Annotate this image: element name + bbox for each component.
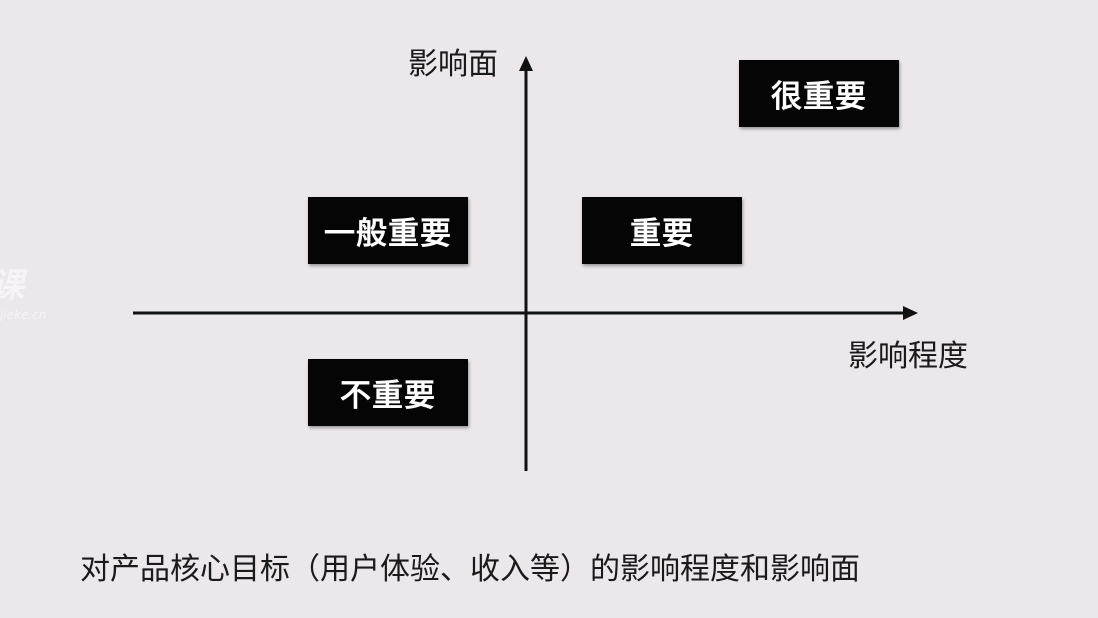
watermark-url: jieke.cn — [0, 308, 47, 322]
box-moderately-important: 一般重要 — [308, 197, 468, 264]
x-axis-arrow-icon — [903, 306, 918, 320]
watermark: 课 jieke.cn — [0, 268, 70, 328]
caption: 对产品核心目标（用户体验、收入等）的影响程度和影响面 — [80, 552, 860, 587]
watermark-logo: 课 — [0, 268, 24, 304]
x-axis-label: 影响程度 — [848, 339, 968, 374]
box-very-important: 很重要 — [739, 60, 899, 127]
box-important: 重要 — [582, 197, 742, 264]
y-axis-label: 影响面 — [408, 47, 498, 82]
box-not-important: 不重要 — [308, 359, 468, 426]
y-axis-arrow-icon — [519, 56, 533, 71]
